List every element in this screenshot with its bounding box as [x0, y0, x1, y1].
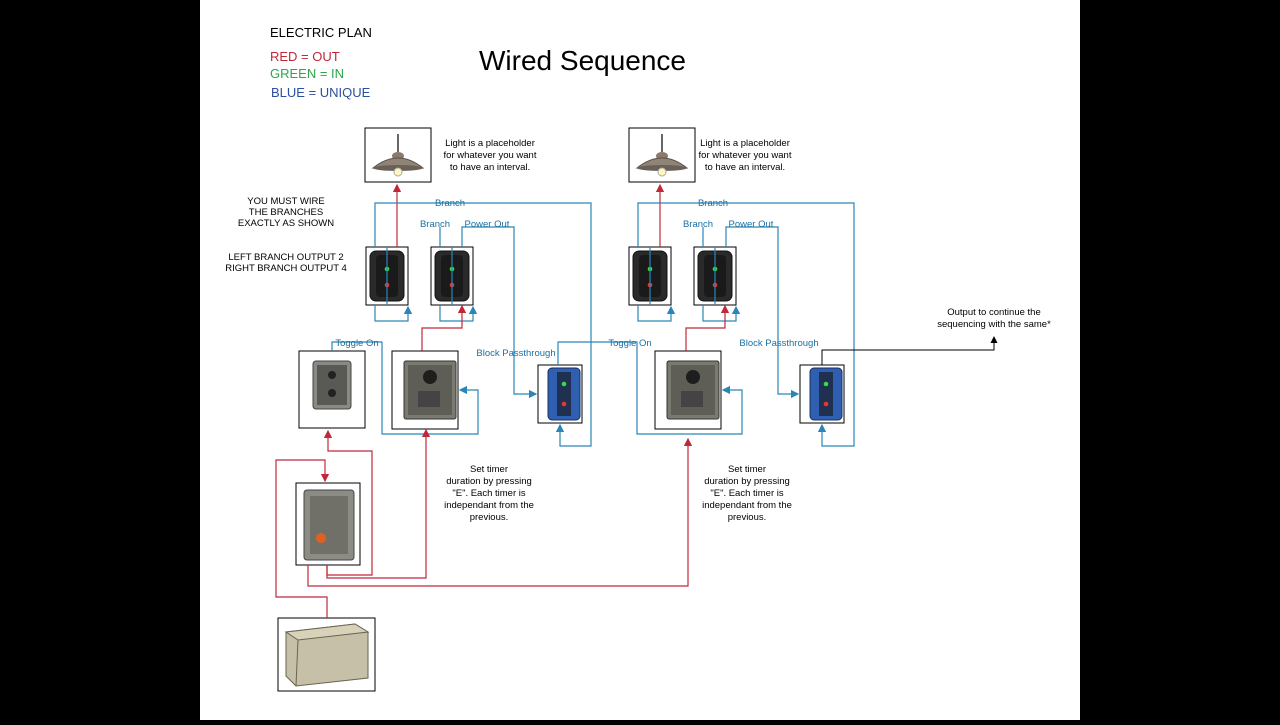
branch-label-1a: Branch [435, 198, 465, 209]
timer-note-2b: duration by pressing [704, 476, 790, 487]
timer-note-1b: duration by pressing [446, 476, 532, 487]
diagram-canvas: ELECTRIC PLAN RED = OUT GREEN = IN BLUE … [200, 0, 1080, 720]
output-note-2: sequencing with the same* [937, 319, 1051, 330]
power-out-label-2: Power Out [729, 219, 774, 230]
toggle-on-label-1: Toggle On [335, 338, 378, 349]
legend-heading: ELECTRIC PLAN [270, 25, 372, 40]
electric-fuse-icon [303, 489, 355, 561]
light-note-1b: for whatever you want [444, 150, 537, 161]
must-wire-note-1: YOU MUST WIRE [247, 196, 324, 207]
blocker-2 [799, 364, 845, 424]
power-out-label-1: Power Out [465, 219, 510, 230]
timer-note-2c: "E". Each timer is [710, 488, 784, 499]
toggle-on-label-2: Toggle On [608, 338, 651, 349]
wiring-diagram: ELECTRIC PLAN RED = OUT GREEN = IN BLUE … [225, 25, 1051, 692]
output-note-1: Output to continue the [947, 307, 1040, 318]
timer-note-2a: Set timer [728, 464, 766, 475]
timer-switch-icon [666, 360, 720, 420]
timer-switch-icon [403, 360, 457, 420]
legend-blue: BLUE = UNIQUE [271, 85, 371, 100]
must-wire-note-2: THE BRANCHES [249, 207, 323, 218]
legend-green: GREEN = IN [270, 66, 344, 81]
light-note-2c: to have an interval. [705, 162, 785, 173]
timer-note-1e: previous. [470, 512, 509, 523]
branch-output-note-2: RIGHT BRANCH OUTPUT 4 [225, 263, 347, 274]
block-passthrough-label-1: Block Passthrough [476, 348, 555, 359]
diagram-title: Wired Sequence [479, 45, 686, 76]
must-wire-note-3: EXACTLY AS SHOWN [238, 218, 334, 229]
branch-label-1b: Branch [420, 219, 450, 230]
blocker-1 [537, 364, 583, 424]
toggle-switch-icon [312, 360, 352, 410]
light-2 [628, 127, 696, 183]
timer-note-1c: "E". Each timer is [452, 488, 526, 499]
generator [277, 617, 376, 692]
toggle-switch-1 [298, 350, 366, 429]
block-passthrough-label-2: Block Passthrough [739, 338, 818, 349]
legend-red: RED = OUT [270, 49, 340, 64]
light-note-1a: Light is a placeholder [445, 138, 535, 149]
timer-switch-2 [654, 350, 722, 430]
electric-fuse [295, 482, 361, 566]
generator-icon [284, 623, 370, 687]
light-note-2a: Light is a placeholder [700, 138, 790, 149]
timer-note-1d: independant from the [444, 500, 534, 511]
branch-label-2a: Branch [698, 198, 728, 209]
timer-note-1a: Set timer [470, 464, 508, 475]
blocker-icon [547, 367, 581, 421]
branch-label-2b: Branch [683, 219, 713, 230]
timer-switch-1 [391, 350, 459, 430]
light-note-2b: for whatever you want [699, 150, 792, 161]
timer-note-2e: previous. [728, 512, 767, 523]
blocker-icon [809, 367, 843, 421]
light-1 [364, 127, 432, 183]
timer-note-2d: independant from the [702, 500, 792, 511]
light-note-1c: to have an interval. [450, 162, 530, 173]
branch-output-note-1: LEFT BRANCH OUTPUT 2 [228, 252, 343, 263]
